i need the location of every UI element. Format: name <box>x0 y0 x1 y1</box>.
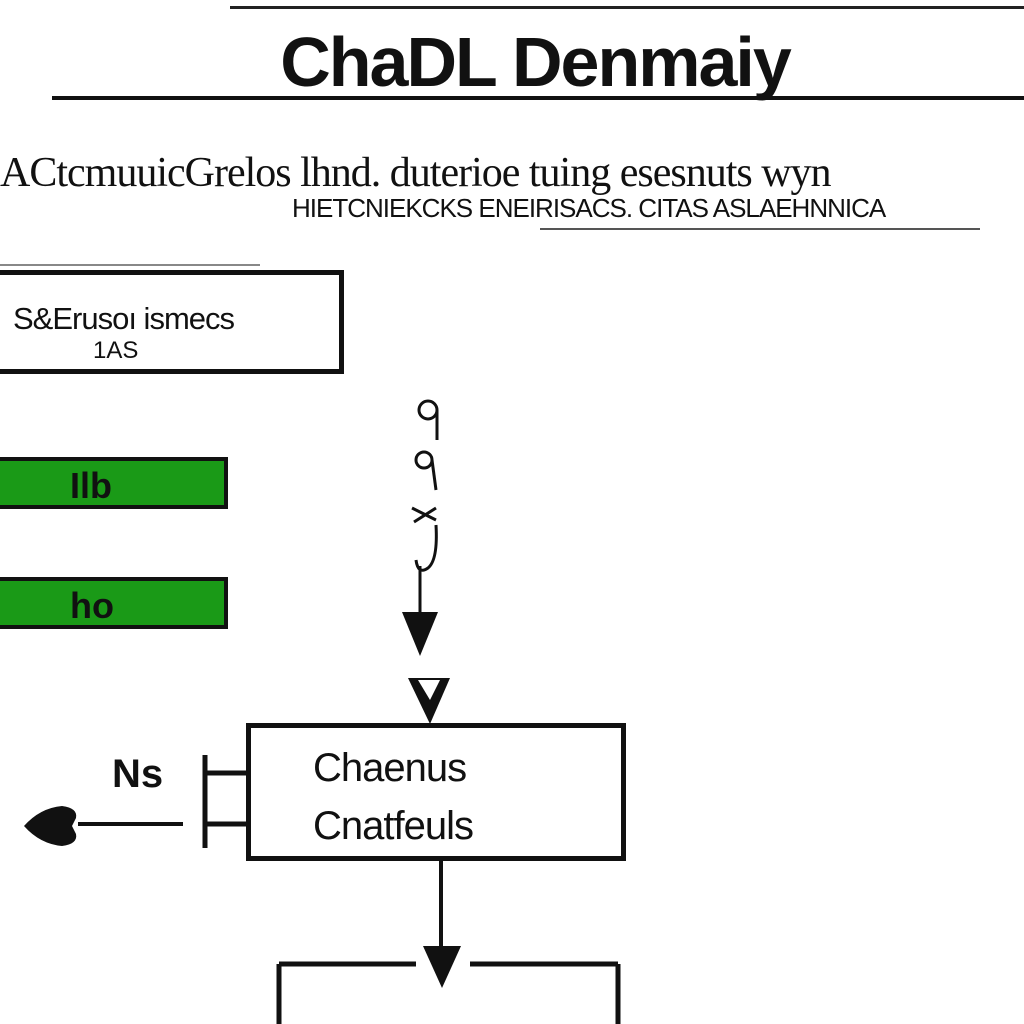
green-box-1-label: Ilb <box>70 465 112 506</box>
arrow-head-3 <box>423 946 461 988</box>
main-box-bracket <box>202 755 248 848</box>
green-box-1: Ilb <box>0 457 228 509</box>
info-box: S&Erusoı ismecs 1AS <box>0 270 344 374</box>
top-rule <box>230 6 1024 9</box>
subtitle-line-2: HIETCNIEKCKS ENEIRISACS. CITAS ASLAEHNNI… <box>292 193 886 223</box>
arrow-head-1 <box>402 612 438 656</box>
left-output-arrowhead <box>24 806 77 846</box>
info-box-top-rule <box>0 264 260 266</box>
main-box-line-2: Cnatfeuls <box>313 804 474 848</box>
subtitle-line-1: ACtcmuuicGrelos lhnd. duterioe tuing ese… <box>0 150 832 196</box>
main-box-line-1: Chaenus <box>313 746 467 790</box>
green-box-2: ho <box>0 577 228 629</box>
bottom-box <box>276 961 621 1024</box>
title-underline <box>52 96 1024 100</box>
info-box-sublabel: 1AS <box>93 337 139 364</box>
subtitle-underline <box>540 228 980 230</box>
info-box-label: S&Erusoı ismecs <box>13 301 235 336</box>
green-box-2-label: ho <box>70 585 114 626</box>
diagram-title: ChaDL Denmaiy <box>280 23 792 101</box>
arrow-head-2 <box>408 678 450 724</box>
side-label: Ns <box>112 752 164 796</box>
squiggle-connector <box>411 399 439 620</box>
main-process-box: Chaenus Cnatfeuls <box>246 723 626 861</box>
